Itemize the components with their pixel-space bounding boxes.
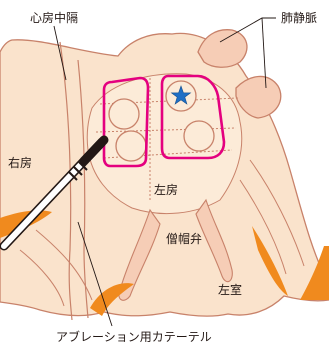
label-right-atrium: 右房 xyxy=(8,155,32,170)
label-left-ventricle: 左室 xyxy=(218,282,242,297)
label-atrial-septum: 心房中隔 xyxy=(30,10,78,25)
pulmonary-vein-upper xyxy=(198,30,247,68)
vein-ostium-left-upper xyxy=(109,99,139,129)
vein-ostium-left-lower xyxy=(116,131,146,161)
vein-ostium-right-lower xyxy=(184,121,214,151)
label-left-atrium: 左房 xyxy=(154,182,178,197)
label-mitral-valve: 僧帽弁 xyxy=(166,231,202,246)
label-pulmonary-vein: 肺静脈 xyxy=(281,11,317,25)
label-ablation-catheter: アブレーション用カテーテル xyxy=(56,329,212,344)
